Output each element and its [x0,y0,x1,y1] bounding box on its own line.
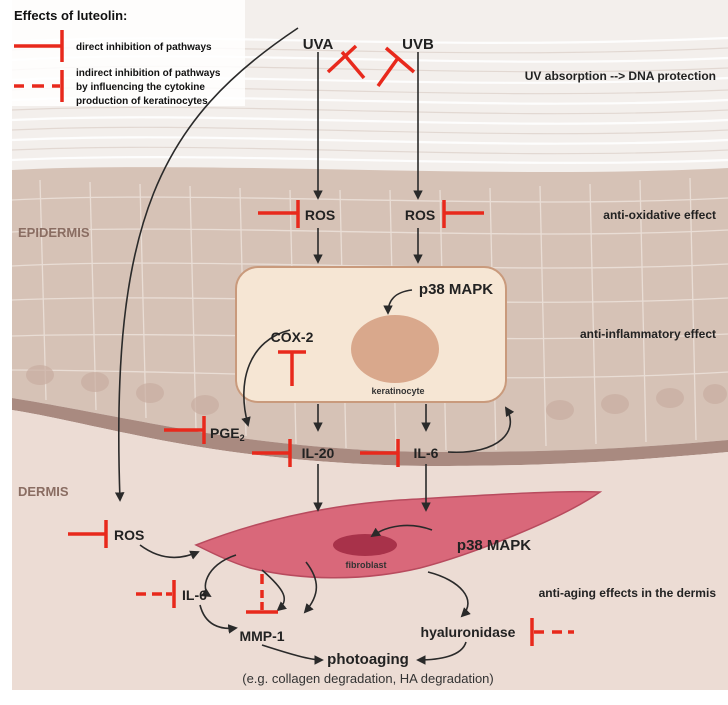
legend-direct-label: direct inhibition of pathways [76,42,212,53]
photoaging-label: photoaging [327,651,409,668]
mmp1-label: MMP-1 [239,628,284,644]
anti-inflammatory-effect: anti-inflammatory effect [580,327,716,341]
cox2-label: COX-2 [271,329,314,345]
arrow-il6-feedback [447,406,515,453]
inhibit-il6-lower-indirect [136,580,176,608]
keratinocyte-label: keratinocyte [371,386,424,396]
keratinocyte-nucleus [351,315,439,383]
inhibit-il20 [252,439,292,467]
legend-title: Effects of luteolin: [14,8,127,23]
legend: Effects of luteolin: direct inhibition o… [0,0,245,107]
anti-aging-effect: anti-aging effects in the dermis [539,586,717,600]
uvb-label: UVB [402,36,434,53]
arrow-p38-fibroblast [370,524,433,538]
arrow-hyaluronidase-photoaging [416,641,467,665]
indirect-inhibition-symbol [14,70,64,102]
inhibit-uvb [376,46,416,88]
il6-lower-label: IL-6 [182,587,207,603]
legend-indirect-label-1: indirect inhibition of pathways [76,68,221,79]
inhibit-ros-right [442,200,484,228]
p38-fibroblast-label: p38 MAPK [457,537,531,554]
epidermis-label: EPIDERMIS [18,225,90,240]
arrow-uva-ros-dermis [114,27,299,502]
dermis-label: DERMIS [18,484,69,499]
inhibit-il6-upper [360,439,400,467]
inhibit-ros-dermis [68,520,108,548]
ros-right-label: ROS [405,207,435,223]
inhibit-ros-left [258,200,300,228]
inhibit-hyaluronidase-indirect [530,618,574,646]
arrow-fibroblast-mmp1-b [303,561,318,614]
direct-inhibition-symbol [14,30,64,62]
hyaluronidase-label: hyaluronidase [421,624,516,640]
inhibit-pge2 [164,416,206,444]
uva-label: UVA [303,36,334,53]
legend-indirect-label-3: production of keratinocytes [76,96,208,107]
anti-oxidative-effect: anti-oxidative effect [603,208,716,222]
p38-keratinocyte-label: p38 MAPK [419,281,493,298]
basal-cells [26,365,727,420]
arrow-cox2-pge2 [241,329,291,427]
inhibitors [68,44,574,646]
arrow-fibroblast-il6 [200,554,237,597]
arrow-p38-nucleus [383,289,413,315]
arrow-fibroblast-hyaluronidase [427,571,471,618]
uv-absorption-effect: UV absorption --> DNA protection [525,69,716,83]
inhibit-mmp1-indirect [246,574,278,614]
photoaging-note: (e.g. collagen degradation, HA degradati… [242,671,494,686]
arrow-fibroblast-mmp1 [261,569,287,612]
inhibit-cox2 [278,350,306,386]
fibroblast-nucleus [333,534,397,556]
legend-indirect-label-2: by influencing the cytokine [76,82,205,93]
arrow-ros-fibroblast [139,544,200,560]
ros-left-label: ROS [305,207,335,223]
inhibit-uva [326,44,366,80]
il20-label: IL-20 [302,445,335,461]
arrow-il6-mmp1 [199,604,238,634]
arrow-mmp1-photoaging [261,644,324,665]
fibroblast-label: fibroblast [345,560,386,570]
il6-upper-label: IL-6 [414,445,439,461]
pathway-arrows [114,27,515,665]
pge2-label: PGE2 [210,425,245,443]
ros-dermis-label: ROS [114,527,144,543]
fibroblast-cell [194,490,603,579]
